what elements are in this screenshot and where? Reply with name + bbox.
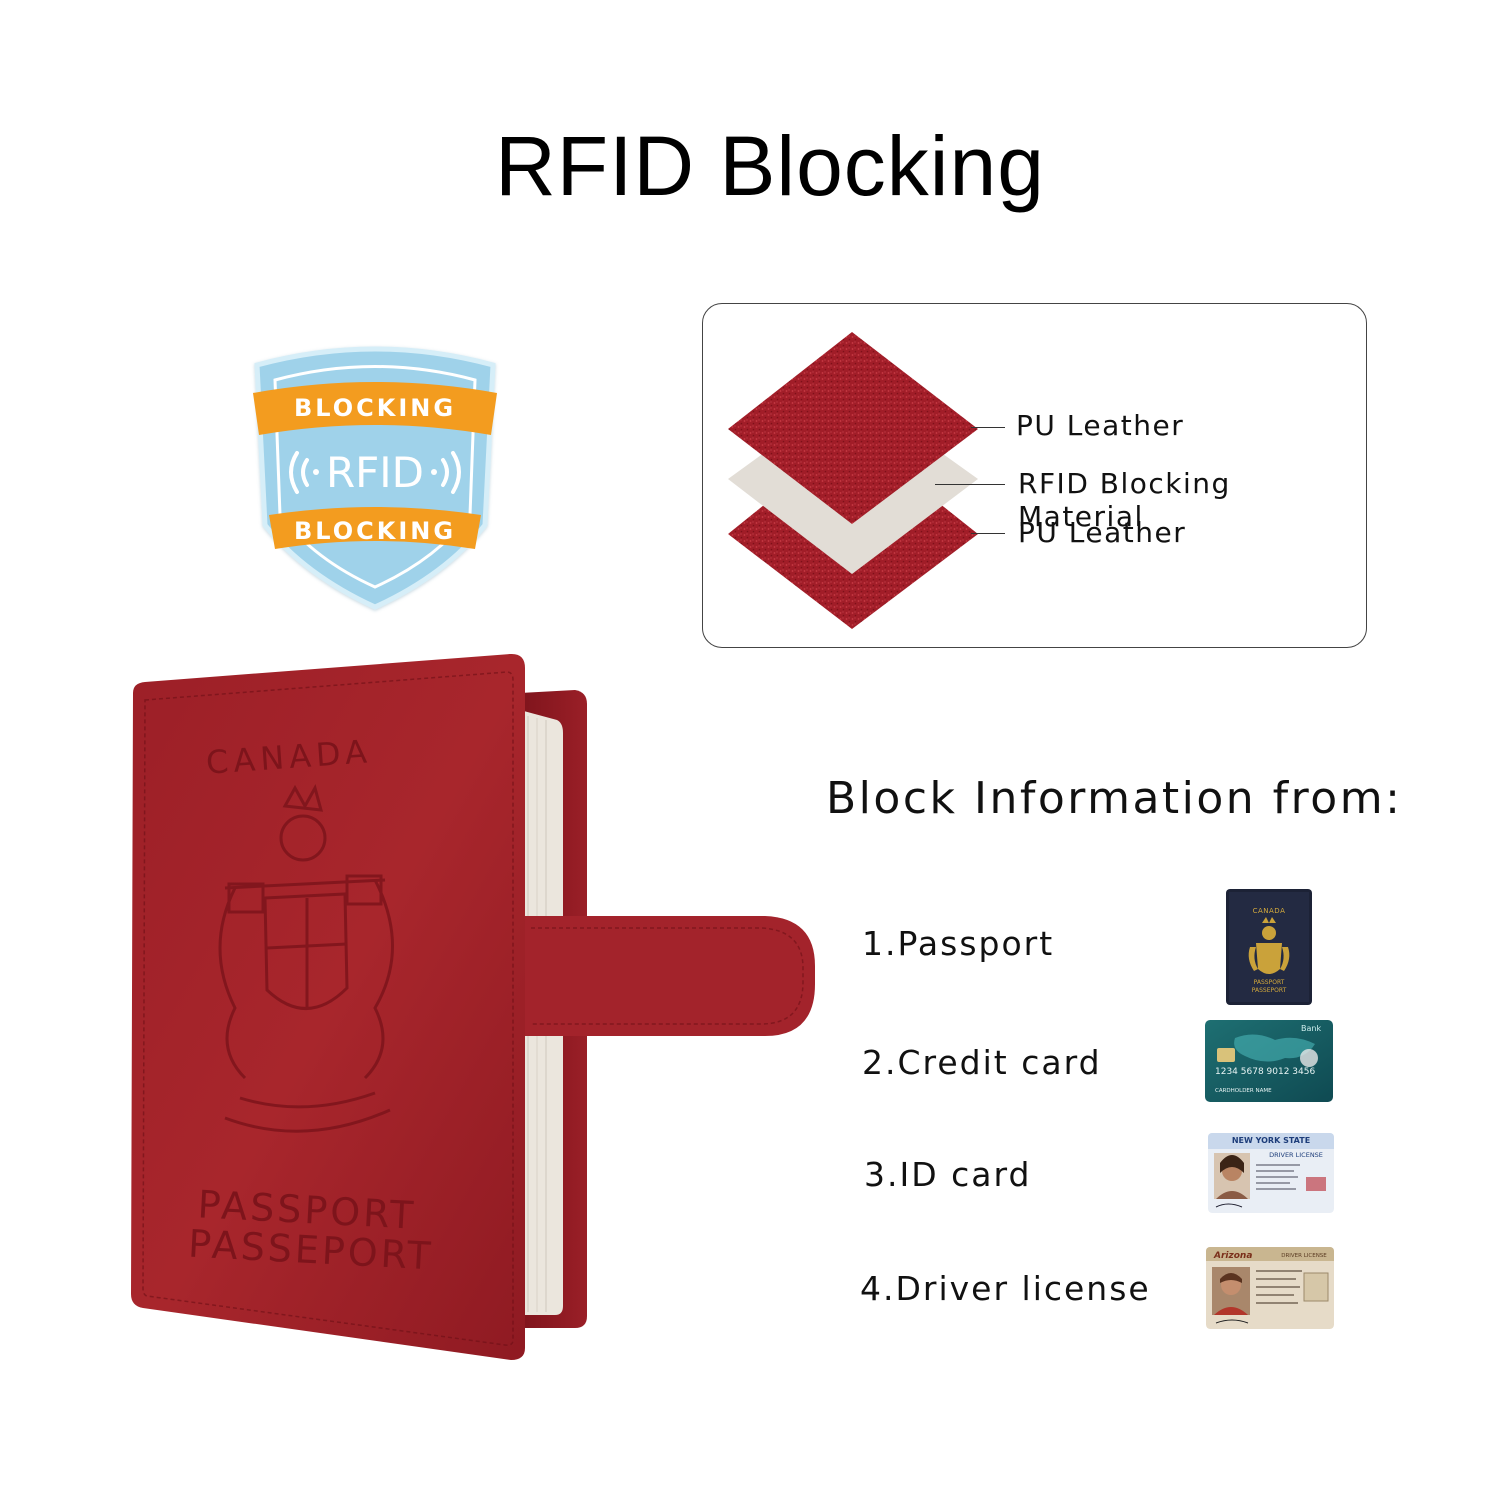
passport-cover-product: CANADA PASSPORT PASSEPORT: [131, 653, 815, 1360]
card-bank: Bank: [1301, 1024, 1321, 1033]
id-thumb-type: DRIVER LICENSE: [1269, 1151, 1323, 1159]
bottom-ribbon: [269, 507, 481, 549]
badge-top-text: BLOCKING: [294, 394, 456, 422]
card-number: 1234 5678 9012 3456: [1215, 1067, 1315, 1077]
snap-strap: [525, 916, 815, 1036]
material-layers-panel: PU Leather RFID Blocking Material PU Lea…: [702, 303, 1367, 648]
block-item-passport: 1.Passport: [862, 924, 1055, 963]
passport-thumb-title-2: PASSEPORT: [1252, 987, 1287, 994]
layer-label-middle: RFID Blocking Material: [1018, 467, 1231, 533]
top-ribbon: [253, 382, 497, 435]
signal-icon: [289, 451, 461, 494]
badge-center-text: RFID: [326, 448, 424, 497]
passport-icon: CANADA PASSPORT PASSEPORT: [1226, 889, 1312, 1005]
block-item-id-card: 3.ID card: [864, 1155, 1032, 1194]
layer-label-bottom: PU Leather: [1018, 516, 1187, 549]
block-info-heading: Block Information from:: [826, 773, 1403, 824]
rfid-blocking-badge: BLOCKING RFID BLOCKING: [253, 346, 497, 610]
card-holder: CARDHOLDER NAME: [1215, 1088, 1272, 1094]
layers-illustration: [728, 332, 978, 629]
card-chip: [1217, 1048, 1235, 1062]
front-cover: [131, 653, 525, 1360]
license-thumb-state: Arizona: [1213, 1251, 1252, 1261]
license-thumb-type: DRIVER LICENSE: [1281, 1253, 1327, 1259]
id-thumb-state: NEW YORK STATE: [1232, 1136, 1310, 1145]
top-leather-layer: [728, 332, 978, 524]
passport-thumb-title-1: PASSPORT: [1254, 979, 1285, 986]
id-card-icon: NEW YORK STATE DRIVER LICENSE: [1208, 1133, 1334, 1213]
badge-bottom-text: BLOCKING: [294, 517, 456, 545]
layer-label-top: PU Leather: [1016, 409, 1185, 442]
leader-line-3: [971, 533, 1005, 534]
driver-license-icon: Arizona DRIVER LICENSE: [1206, 1247, 1334, 1329]
leader-line-1: [971, 427, 1005, 428]
passport-thumb-country: CANADA: [1253, 907, 1286, 915]
block-item-driver-license: 4.Driver license: [860, 1269, 1151, 1308]
page-title: RFID Blocking: [495, 119, 1045, 213]
block-item-credit-card: 2.Credit card: [862, 1043, 1102, 1082]
credit-card-icon: Bank 1234 5678 9012 3456 CARDHOLDER NAME: [1205, 1020, 1333, 1102]
leader-line-2: [935, 484, 1005, 485]
coat-of-arms-emboss: [218, 784, 394, 1133]
